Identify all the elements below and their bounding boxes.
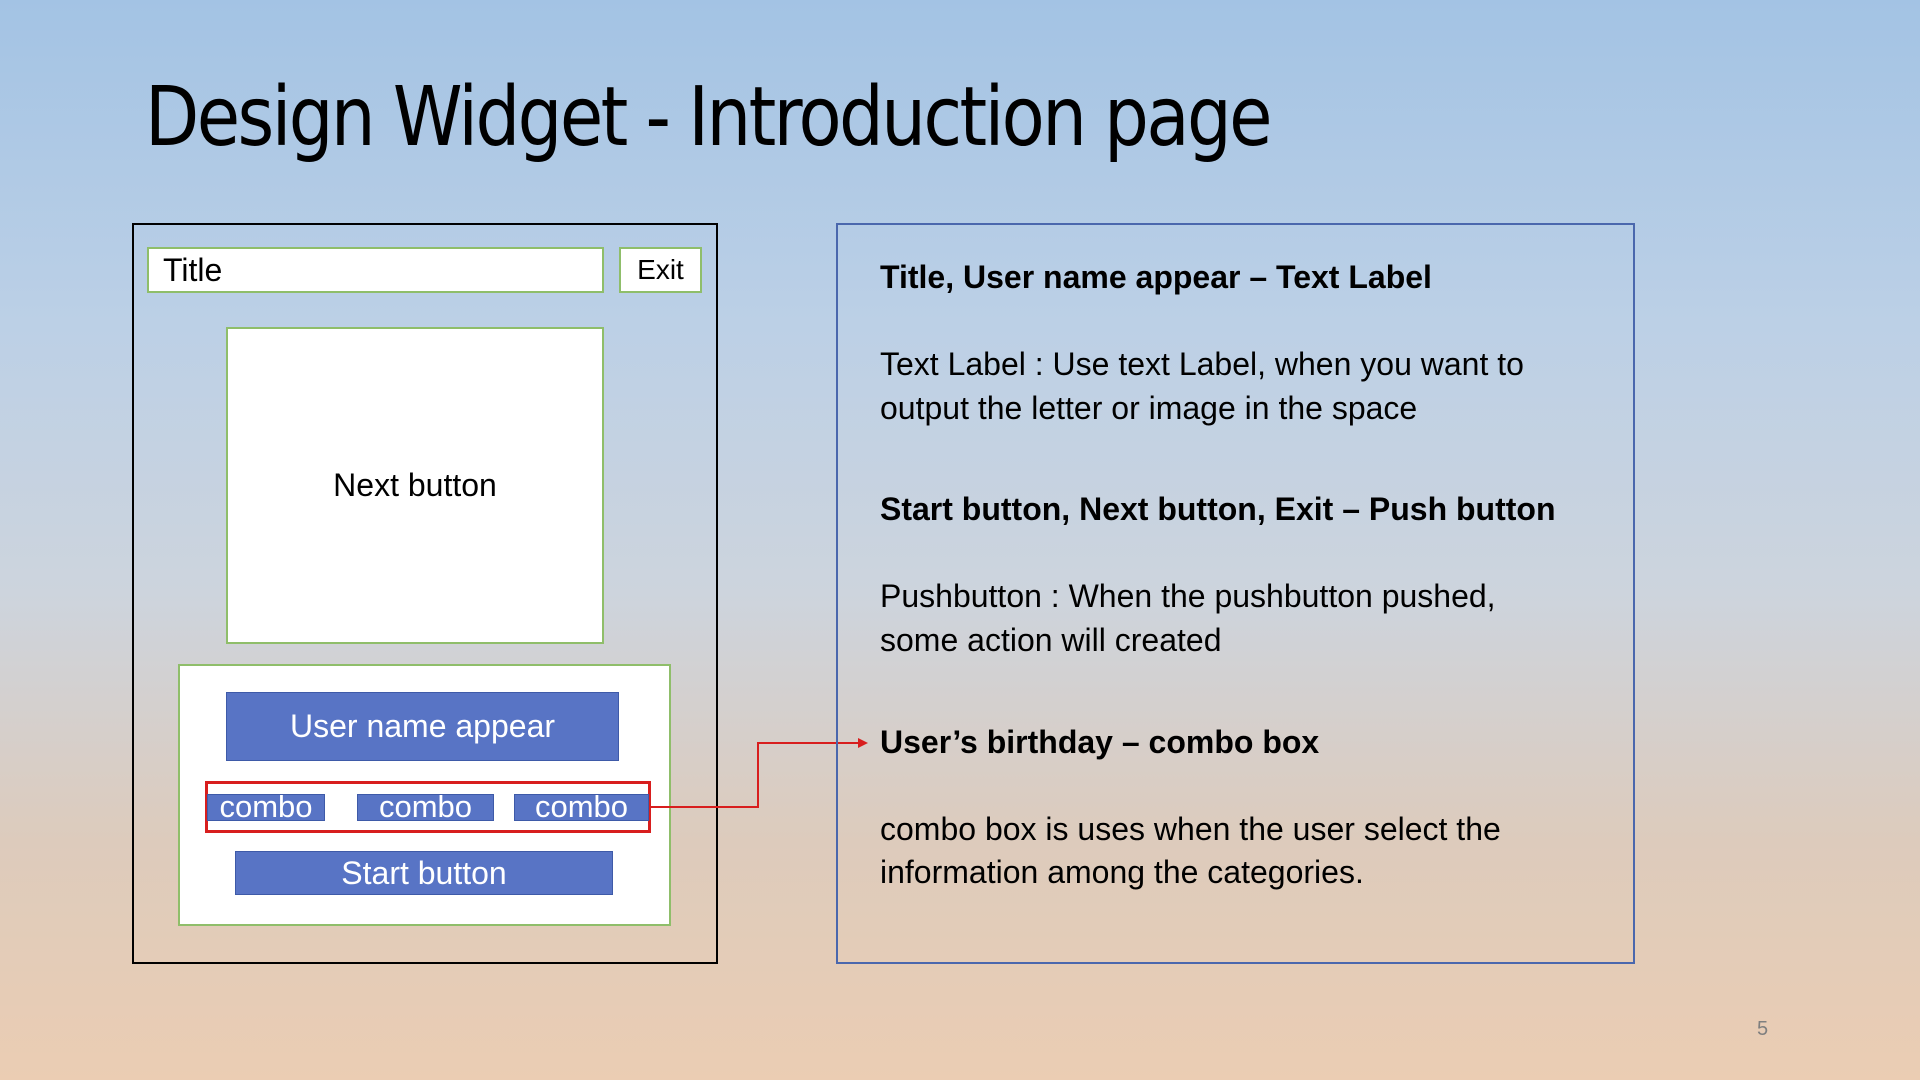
combo-3-label: combo xyxy=(534,789,629,824)
heading-text-label: Title, User name appear – Text Label xyxy=(880,259,1432,295)
start-button[interactable]: Start button xyxy=(235,851,613,895)
combo-box-2[interactable]: combo xyxy=(357,789,494,824)
username-label: User name appear xyxy=(226,692,619,761)
next-button-label: Next button xyxy=(333,467,497,503)
text-label-desc-line2: output the letter or image in the space xyxy=(880,390,1418,426)
widget-mockup-frame xyxy=(132,223,718,964)
combo-box-desc-line1: combo box is uses when the user select t… xyxy=(880,811,1501,847)
push-button-desc-line1: Pushbutton : When the pushbutton pushed, xyxy=(880,578,1496,614)
combo-box-3[interactable]: combo xyxy=(514,789,649,824)
exit-button[interactable]: Exit xyxy=(619,247,702,293)
text-label-desc-line1: Text Label : Use text Label, when you wa… xyxy=(880,346,1524,382)
description-panel xyxy=(836,223,1635,964)
username-text: User name appear xyxy=(289,708,556,744)
push-button-desc-line2: some action will created xyxy=(880,622,1222,658)
next-button[interactable]: Next button xyxy=(226,327,604,644)
combo-2-label: combo xyxy=(378,789,473,824)
combo-box-1[interactable]: combo xyxy=(207,789,325,824)
combo-group-highlight xyxy=(205,781,651,833)
slide-title: Design Widget - Introduction page xyxy=(145,70,1273,165)
start-button-label: Start button xyxy=(341,854,507,891)
heading-push-button: Start button, Next button, Exit – Push b… xyxy=(880,491,1556,527)
page-number: 5 xyxy=(1757,1018,1769,1040)
title-label: Title xyxy=(147,247,604,293)
combo-box-desc-line2: information among the categories. xyxy=(880,854,1364,890)
combo-1-label: combo xyxy=(219,789,313,824)
heading-combo-box: User’s birthday – combo box xyxy=(880,724,1320,760)
